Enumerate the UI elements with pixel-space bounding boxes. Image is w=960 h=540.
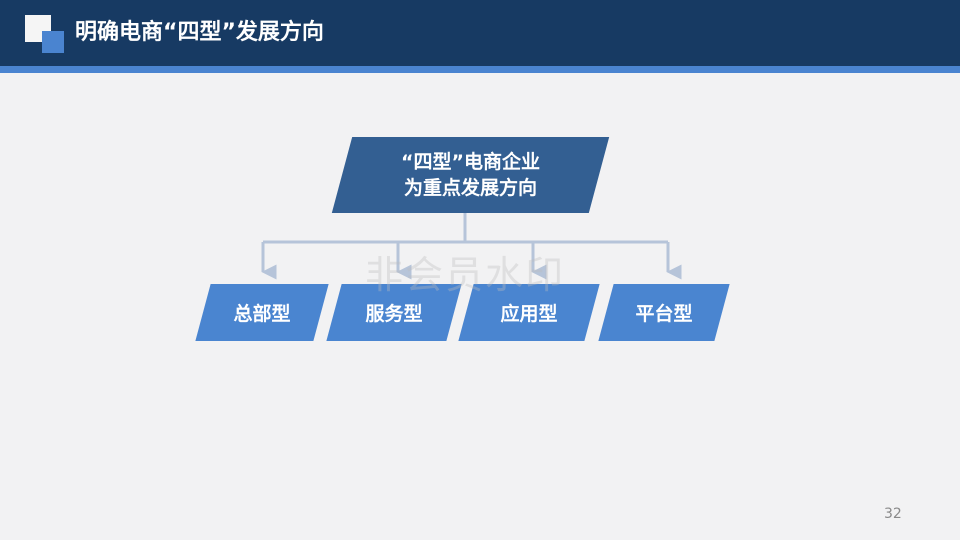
root-node: “四型”电商企业 为重点发展方向: [342, 137, 599, 213]
child-node-application: 应用型: [466, 284, 592, 341]
child-node-service: 服务型: [334, 284, 454, 341]
child-node-label: 应用型: [500, 303, 558, 325]
header-bar: [0, 0, 960, 66]
logo-square-blue: [42, 31, 64, 53]
child-node-platform: 平台型: [606, 284, 722, 341]
child-node-label: 服务型: [365, 303, 423, 325]
child-node-label: 平台型: [635, 303, 693, 325]
page-number: 32: [884, 506, 902, 522]
root-node-line-1: “四型”电商企业: [401, 151, 540, 173]
root-node-line-2: 为重点发展方向: [403, 177, 537, 199]
child-node-headquarters: 总部型: [203, 284, 321, 341]
header-accent-stripe: [0, 66, 960, 73]
watermark-text: 非会员水印: [365, 253, 566, 297]
child-node-label: 总部型: [233, 303, 291, 325]
page-title: 明确电商“四型”发展方向: [75, 20, 324, 45]
